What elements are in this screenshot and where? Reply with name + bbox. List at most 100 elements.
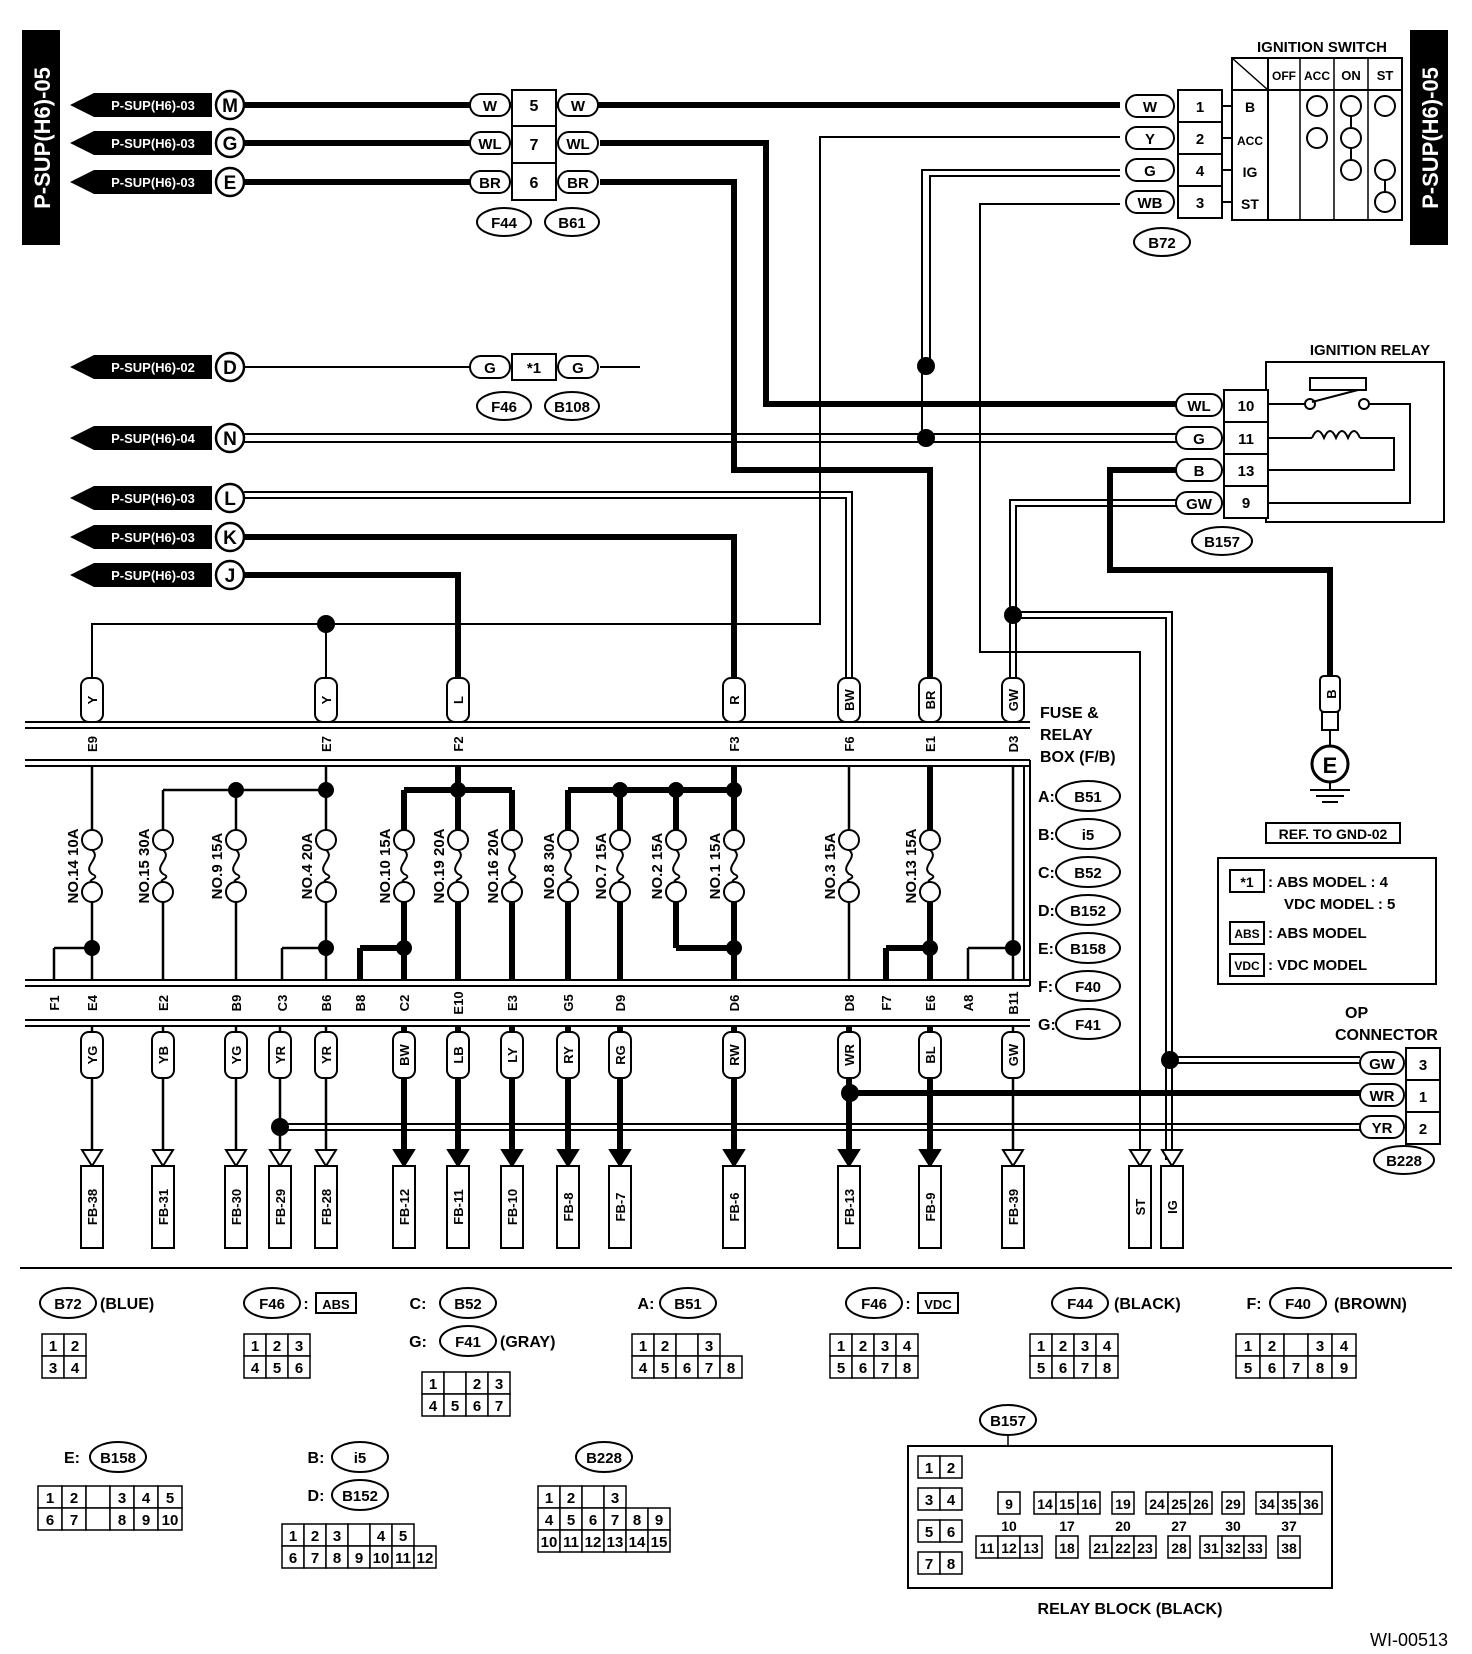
pin-number: 31 [1203,1540,1219,1556]
svg-text:RELAY: RELAY [1040,727,1093,744]
relay-block-title: RELAY BLOCK (BLACK) [1038,1601,1223,1618]
fuse-terminal [919,829,941,851]
connector-id-label: B152 [342,1488,378,1505]
pin-number: 1 [429,1376,437,1393]
arrow-head [314,1149,338,1168]
pin-number: 5 [661,1360,669,1377]
svg-text:B: B [1194,463,1205,480]
svg-text:BW: BW [842,688,857,710]
arrow-head [722,1149,746,1168]
fuse-terminal-name: C2 [397,995,412,1012]
wire-color-label: LB [451,1046,466,1063]
arrow-head [1160,1149,1184,1168]
destination-box [392,1165,416,1249]
fuse-element [88,849,97,883]
pin-number: 2 [859,1338,867,1355]
svg-text:F2: F2 [451,736,466,751]
destination-label: ST [1133,1199,1148,1216]
svg-text:ACC: ACC [1237,134,1263,148]
svg-text:GW: GW [1186,496,1213,513]
destination-label: FB-30 [229,1189,244,1225]
pin-number: 11 [980,1540,995,1556]
fuse-element [322,849,331,883]
pin-number: 4 [639,1360,648,1377]
input-D: P-SUP(H6)-02 D [70,351,246,383]
pin-number: 9 [142,1512,150,1529]
svg-text:G: G [1193,431,1205,448]
fuse-terminal [152,829,174,851]
prefix: D: [308,1488,325,1505]
pin-cell [1019,1535,1043,1559]
svg-text:WL: WL [478,136,501,153]
svg-text:G:: G: [1038,1017,1056,1034]
fuse: NO.2 15A [649,829,687,903]
svg-text:D3: D3 [1006,736,1021,753]
tag-box [315,1292,357,1314]
pin-number: 5 [399,1528,407,1545]
fuse-terminal [723,881,745,903]
svg-text:BR: BR [567,175,589,192]
svg-text:B108: B108 [554,399,590,416]
connector-id-label: F46 [259,1296,285,1313]
pin-number: 7 [705,1360,713,1377]
fuse: NO.7 15A [593,829,631,903]
fuse-terminal-name: D9 [613,995,628,1012]
connector-id [39,1287,97,1319]
pin-number: 23 [1137,1540,1153,1556]
fuse-terminal [393,829,415,851]
pin-number: 2 [661,1338,669,1355]
pin-number: 9 [355,1550,363,1567]
fuse-element [508,849,517,883]
junction-dot [922,940,938,956]
connector-id-label: B51 [674,1296,702,1313]
wire-color-pill [1001,1031,1025,1079]
fuse-terminal-name: F1 [47,995,62,1010]
fuse-terminal-name: B11 [1006,991,1021,1014]
svg-text:R: R [727,695,742,705]
wire-color-label: RG [613,1045,628,1065]
svg-text:E: E [1323,753,1338,778]
svg-text:BR: BR [479,175,501,192]
colon: : [905,1296,910,1313]
pin-cell [347,1523,371,1547]
pin-cell [939,1487,963,1511]
pin-number: 16 [1081,1496,1097,1512]
connector-id-label: B158 [100,1450,136,1467]
fuse-label: NO.19 20A [431,828,448,903]
connector-id-label: i5 [354,1450,367,1467]
fuse-label: NO.3 15A [822,832,839,899]
destination-label: IG [1165,1200,1180,1214]
pin-number: 36 [1303,1496,1319,1512]
destination-box [500,1165,524,1249]
svg-text:OP: OP [1345,1005,1368,1022]
pin-number: 5 [567,1512,575,1529]
fuse-box-connector-key: A: B51 B: i5 C: B52 D: B152 E: B158 F: F… [1038,780,1121,1040]
connector-id-label: F41 [455,1334,481,1351]
fuse: NO.15 30A [136,828,174,904]
pin-cell [581,1485,605,1509]
fuse-element [672,849,681,883]
arrow-head [1001,1149,1025,1168]
pin-number: 11 [395,1550,411,1567]
junction-dot [612,782,628,798]
destination-label: FB-10 [505,1189,520,1225]
svg-text:WL: WL [1187,398,1210,415]
pin-number: 25 [1171,1496,1187,1512]
pin-number: 12 [585,1534,602,1551]
fuse-terminal [665,829,687,851]
pin-number: 8 [333,1550,341,1567]
arrow-head [500,1149,524,1168]
destination-label: FB-38 [85,1189,100,1225]
pin-number: 5 [837,1360,845,1377]
pin-number: 3 [295,1338,303,1355]
fuse-terminal [838,881,860,903]
pin-number: 12 [417,1550,434,1567]
fuse-label: NO.16 20A [485,828,502,903]
svg-text:B152: B152 [1070,903,1106,920]
fuse: NO.1 15A [707,829,745,903]
fuse-terminal [447,881,469,903]
